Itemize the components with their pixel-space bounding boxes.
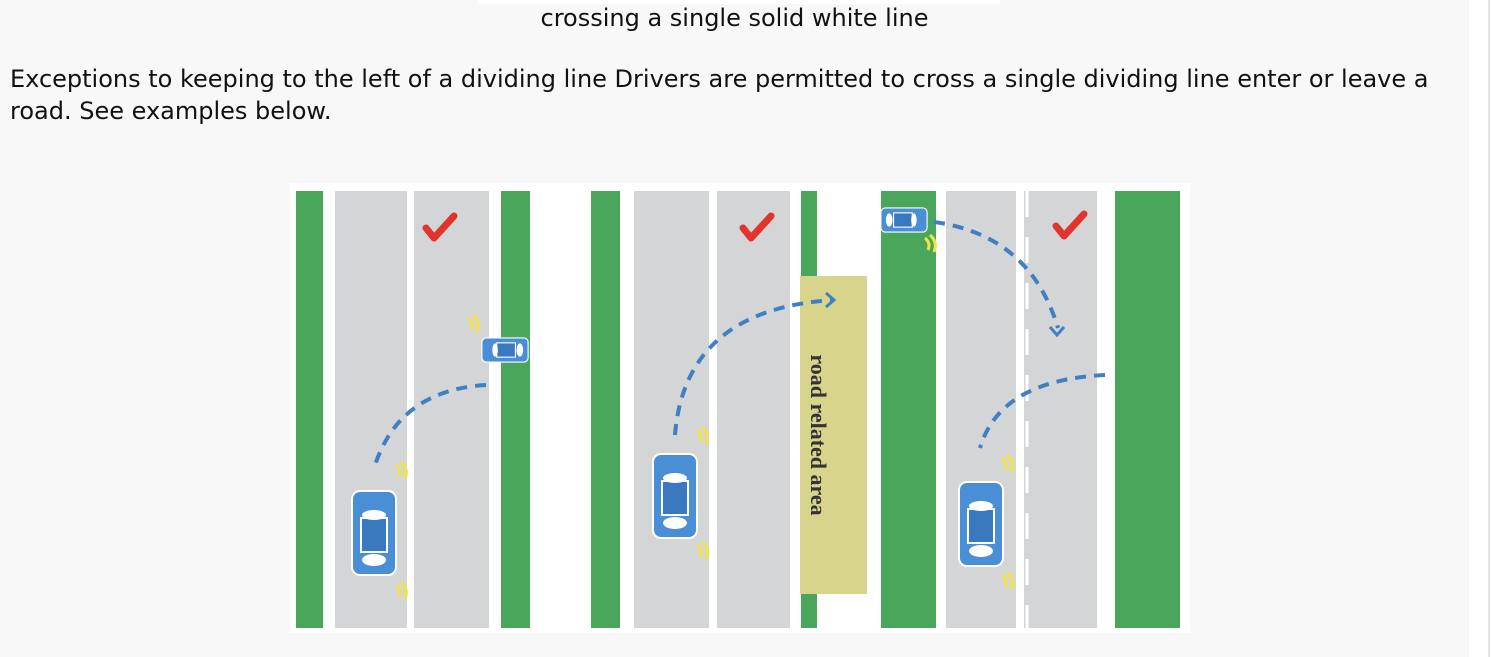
arrow-head-icon	[825, 291, 837, 309]
panel-enter-road	[296, 191, 530, 628]
road-related-area-label: road related area	[806, 354, 831, 515]
verge-right	[501, 191, 530, 628]
lane	[414, 191, 489, 628]
car-icon	[351, 490, 397, 576]
exceptions-paragraph: Exceptions to keeping to the left of a d…	[10, 65, 1429, 125]
panel-road-related-area: road related area	[591, 191, 867, 628]
verge-left	[881, 191, 936, 628]
lane	[717, 191, 790, 628]
car-icon	[958, 481, 1004, 567]
path-arrow	[673, 298, 833, 436]
verge-left	[591, 191, 620, 628]
path-arrow	[373, 383, 487, 466]
path-arrow	[933, 220, 1060, 329]
image-caption: crossing a single solid white line	[540, 4, 929, 32]
scrollbar[interactable]	[1488, 0, 1490, 657]
car-icon	[481, 337, 529, 363]
path-arrow	[978, 373, 1106, 449]
road-related-area	[800, 276, 867, 594]
arrow-head-icon	[1048, 326, 1066, 338]
panel-leave-road	[880, 191, 1180, 628]
previous-image-edge	[478, 0, 1000, 4]
car-icon	[880, 207, 928, 233]
lane	[634, 191, 709, 628]
verge-right	[1115, 191, 1180, 628]
car-icon	[652, 453, 698, 539]
verge-left	[296, 191, 323, 628]
lane	[1024, 191, 1097, 628]
